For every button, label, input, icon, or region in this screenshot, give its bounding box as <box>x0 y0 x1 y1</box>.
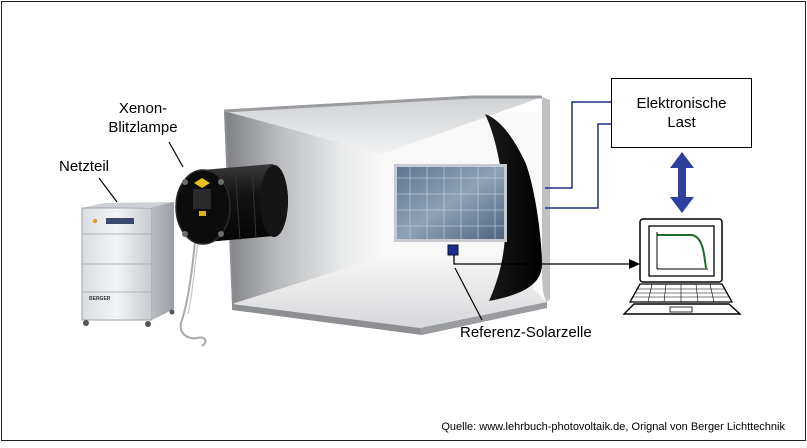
load-computer-double-arrow <box>670 152 694 213</box>
lamp-warning-sign <box>194 178 210 188</box>
wire-lower <box>545 123 611 209</box>
iv-curve <box>657 234 707 269</box>
cabinet-wheel <box>83 320 89 326</box>
lamp-ring <box>234 167 241 241</box>
xenon-leader-line <box>168 141 184 168</box>
chamber-left-wall <box>224 111 382 304</box>
xenon-flash-lamp <box>175 164 289 245</box>
reference-solar-cell <box>447 244 459 256</box>
figure-frame: BERGER Xenon- Blitzlampe Netzteil <box>1 1 806 441</box>
test-chamber <box>223 95 550 335</box>
lamp-rear <box>260 165 288 237</box>
lamp-cable-2 <box>187 241 199 315</box>
reference-leader-line <box>454 267 483 321</box>
lamp-bolt <box>218 231 224 237</box>
chamber-ceiling <box>224 97 542 154</box>
xenon-label-line1: Xenon- <box>118 100 168 117</box>
power-supply-cabinet: BERGER <box>81 202 175 327</box>
wire-upper <box>545 101 611 189</box>
reference-arrowhead <box>629 259 640 269</box>
chamber-floor <box>232 257 547 328</box>
lamp-bolt <box>182 179 188 185</box>
reference-signal-line <box>453 255 640 269</box>
lamp-bolt <box>218 179 224 185</box>
source-caption: Quelle: www.lehrbuch-photovoltaik.de, Or… <box>441 421 785 433</box>
chamber-right-edge <box>542 97 550 302</box>
load-label-line2: Last <box>667 114 696 131</box>
laptop-touchpad <box>669 306 693 313</box>
lamp-cable <box>179 241 207 347</box>
lamp-bolt <box>182 231 188 237</box>
keyboard-keys <box>632 283 730 303</box>
lamp-label-plate <box>193 189 211 209</box>
cabinet-brand-label: BERGER <box>89 296 111 302</box>
lamp-ring <box>251 165 257 239</box>
setup-illustration: BERGER <box>81 95 742 347</box>
cabinet-display <box>106 218 134 224</box>
chamber-top-edge <box>223 95 542 113</box>
arrow-down-head <box>670 197 694 213</box>
cabinet-side <box>152 202 174 320</box>
cabinet-top <box>82 202 174 208</box>
reference-wire <box>453 255 630 265</box>
netzteil-leader-line <box>98 177 118 203</box>
module-cell-grid <box>397 167 504 239</box>
solar-module <box>394 164 507 242</box>
power-supply-label: Netzteil <box>59 158 110 175</box>
cabinet-wheel <box>145 321 151 327</box>
arrow-up-head <box>670 152 694 168</box>
chamber-bottom-edge <box>232 304 422 335</box>
arrow-shaft <box>678 167 686 197</box>
lamp-connector <box>199 211 206 216</box>
laptop <box>622 218 742 315</box>
load-label-line1: Elektronische <box>636 95 727 112</box>
xenon-lamp-label: Xenon- Blitzlampe <box>101 99 185 137</box>
reference-cell-label: Referenz-Solarzelle <box>460 324 592 341</box>
cabinet-wheel <box>169 309 175 315</box>
cabinet-power-button <box>92 218 98 224</box>
load-wires <box>545 101 611 209</box>
electronic-load-box: Elektronische Last <box>611 78 752 148</box>
chamber-black-curtain <box>485 114 542 301</box>
xenon-label-line2: Blitzlampe <box>108 119 178 136</box>
chamber-bottom-right-edge <box>420 302 547 335</box>
